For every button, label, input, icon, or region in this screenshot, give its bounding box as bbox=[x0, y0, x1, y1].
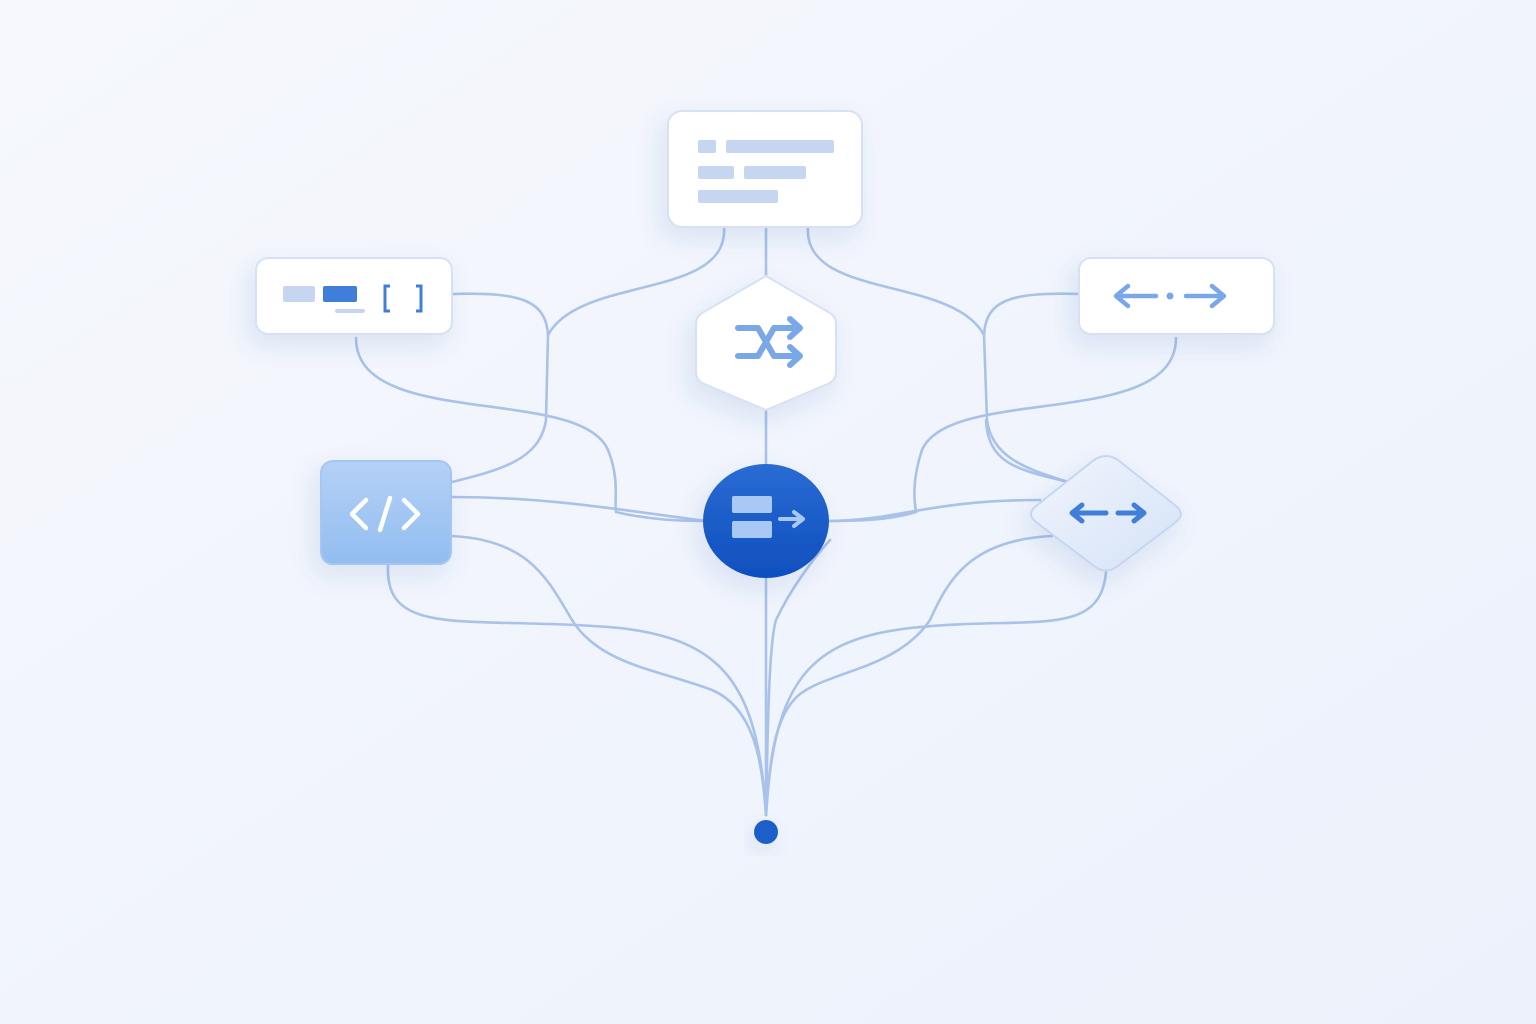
edge-top-card-left bbox=[450, 224, 726, 484]
left-card-node[interactable] bbox=[255, 257, 453, 335]
edge-left-card-hub bbox=[354, 336, 708, 523]
edge-hub-diamond bbox=[828, 498, 1042, 523]
edge-right-card-hub bbox=[984, 418, 1070, 484]
edge-code-root-a bbox=[450, 534, 768, 817]
bidirectional-arrow-icon bbox=[1113, 283, 1227, 309]
right-card-node[interactable] bbox=[1078, 257, 1275, 335]
shuffle-icon bbox=[735, 316, 803, 368]
list-forward-icon bbox=[732, 496, 805, 538]
edge-left-card-out bbox=[450, 292, 550, 337]
hub-node[interactable] bbox=[703, 464, 829, 578]
edge-top-card-right bbox=[806, 224, 1070, 484]
code-block-node[interactable] bbox=[320, 460, 452, 565]
connectors bbox=[354, 224, 1178, 817]
edge-right-card-code bbox=[828, 336, 1178, 523]
root-point-node[interactable] bbox=[754, 820, 778, 844]
edge-code-hub bbox=[450, 495, 708, 523]
edge-hub-root-curve bbox=[764, 538, 832, 817]
swap-arrows-icon bbox=[1069, 502, 1147, 524]
code-icon bbox=[349, 495, 421, 533]
top-card-node[interactable] bbox=[667, 110, 863, 228]
edge-right-card-out bbox=[982, 292, 1082, 337]
edge-diamond-root-b bbox=[764, 570, 1108, 817]
array-brackets-icon bbox=[283, 284, 423, 313]
edge-code-root-b bbox=[386, 564, 768, 817]
shuffle-hex-node[interactable] bbox=[695, 275, 837, 411]
swap-diamond-node[interactable] bbox=[1030, 455, 1182, 572]
text-lines-icon bbox=[698, 140, 834, 203]
